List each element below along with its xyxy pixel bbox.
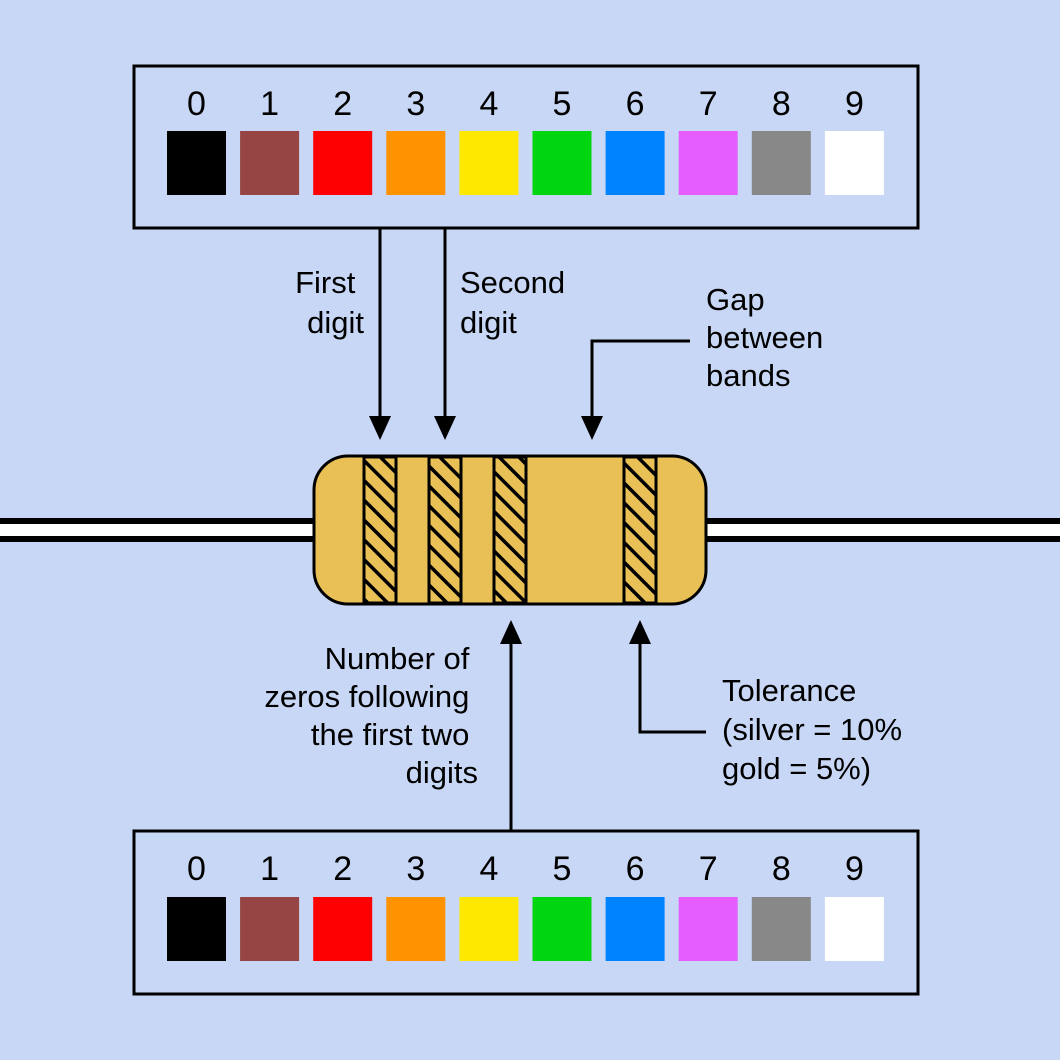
- digit-label: 0: [187, 850, 206, 888]
- digit-label: 6: [626, 85, 645, 123]
- digit-label: 7: [699, 85, 718, 123]
- band-multiplier: [492, 455, 528, 605]
- arrows: [369, 229, 706, 831]
- color-swatch: [751, 897, 811, 961]
- color-chart-bottom-frame: [132, 829, 920, 996]
- digit-label: 5: [553, 85, 572, 123]
- color-swatch: [167, 131, 226, 195]
- color-chart-bottom-swatches: 0 1 2 3 4 5 6 7 8 9: [167, 850, 884, 961]
- first-digit-arrow: [369, 229, 391, 440]
- digit-label: 3: [406, 850, 425, 888]
- band-first-digit: [362, 455, 398, 605]
- tolerance-label: Tolerance (silver = 10% gold = 5%): [722, 673, 911, 786]
- color-swatch: [313, 897, 373, 961]
- color-chart-top: 0 1 2 3 4 5 6 7 8 9: [132, 64, 920, 230]
- digit-label: 0: [187, 85, 206, 123]
- digit-label: 2: [333, 85, 352, 123]
- gap-label: Gap between bands: [706, 282, 832, 393]
- first-digit-label: First digit: [295, 265, 364, 340]
- color-chart-bottom: 0 1 2 3 4 5 6 7 8 9: [132, 829, 920, 996]
- color-swatch: [386, 131, 446, 195]
- digit-label: 3: [406, 85, 425, 123]
- color-swatch: [605, 897, 665, 961]
- digit-label: 6: [626, 850, 645, 888]
- digit-label: 7: [699, 850, 718, 888]
- color-swatch: [824, 131, 884, 195]
- color-swatch: [386, 897, 446, 961]
- annotations: First digit Second digit Gap between ban…: [264, 265, 911, 790]
- color-swatch: [532, 131, 592, 195]
- color-swatch: [824, 897, 884, 961]
- color-swatch: [678, 897, 738, 961]
- color-swatch: [532, 897, 592, 961]
- color-swatch: [313, 131, 373, 195]
- color-swatch: [678, 131, 738, 195]
- multiplier-arrow: [500, 620, 522, 831]
- digit-label: 2: [333, 850, 352, 888]
- digit-label: 1: [260, 850, 279, 888]
- color-chart-top-swatches: 0 1 2 3 4 5 6 7 8 9: [167, 85, 884, 195]
- color-swatch: [459, 131, 519, 195]
- tolerance-arrow: [629, 620, 706, 734]
- color-swatch: [167, 897, 226, 961]
- resistor: [312, 454, 708, 606]
- color-swatch: [240, 897, 300, 961]
- digit-label: 8: [772, 85, 791, 123]
- gap-arrow: [581, 339, 690, 440]
- digit-label: 4: [479, 850, 498, 888]
- band-tolerance: [622, 455, 658, 605]
- digit-label: 9: [845, 85, 864, 123]
- digit-label: 9: [845, 850, 864, 888]
- second-digit-label: Second digit: [460, 265, 574, 340]
- digit-label: 8: [772, 850, 791, 888]
- color-swatch: [240, 131, 300, 195]
- color-swatch: [751, 131, 811, 195]
- color-swatch: [605, 131, 665, 195]
- color-swatch: [459, 897, 519, 961]
- digit-label: 5: [553, 850, 572, 888]
- digit-label: 4: [479, 85, 498, 123]
- second-digit-arrow: [434, 229, 456, 440]
- multiplier-label: Number of zeros following the first two …: [264, 641, 478, 790]
- band-second-digit: [427, 455, 463, 605]
- digit-label: 1: [260, 85, 279, 123]
- color-chart-top-frame: [132, 64, 920, 230]
